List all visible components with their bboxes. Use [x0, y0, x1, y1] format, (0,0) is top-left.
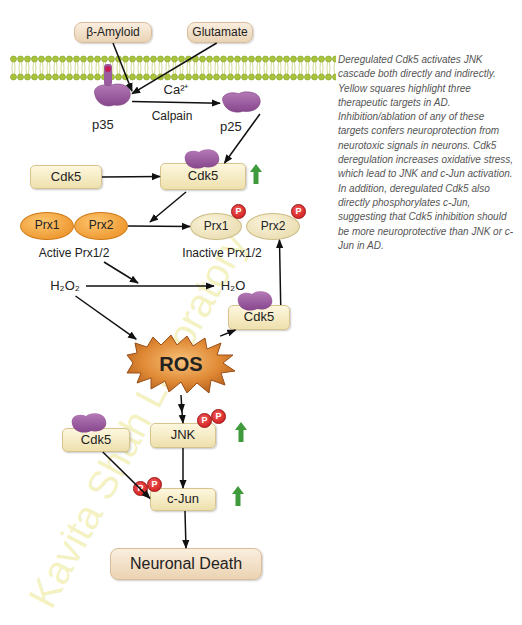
protein-blob-shape [223, 92, 261, 112]
node-label: Cdk5 [51, 170, 81, 184]
node-label: P [151, 480, 157, 490]
node-label: P [201, 416, 207, 426]
protein-blob: p35 [92, 82, 132, 108]
phosphorylation-arrow [150, 192, 186, 222]
increase-arrow [232, 486, 244, 506]
phospho-circle: P [197, 413, 212, 428]
node-label: Prx1 [204, 220, 229, 233]
protein-box: JNKPP [150, 423, 216, 448]
node-label: c-Jun [167, 492, 199, 506]
node-label: Prx2 [261, 220, 286, 233]
arrow-connector [76, 296, 137, 339]
phospho-circle: P [211, 409, 226, 424]
protein-box: Cdk5 [160, 163, 246, 190]
protein-blob-shape [94, 84, 130, 106]
outcome-box: Neuronal Death [110, 548, 262, 580]
arrow-connector [279, 240, 280, 305]
cell-membrane [10, 55, 336, 81]
molecule-node: H₂O [214, 276, 252, 296]
active-prx-ellipse: Prx1 [20, 212, 74, 240]
enzyme-label: Calpain [152, 109, 193, 123]
arrow-connector [102, 176, 160, 178]
group-label: Active Prx1/2 [39, 246, 110, 260]
active-prx-ellipse: Prx2 [74, 212, 128, 240]
node-label: Neuronal Death [130, 555, 242, 573]
figure-caption: Deregulated Cdk5 activates JNK cascade b… [338, 53, 516, 253]
p35-anchor [104, 64, 112, 86]
stimulus-box: β-Amyloid [74, 22, 152, 43]
protein-blob-outline [220, 90, 262, 114]
increase-arrow [250, 164, 262, 184]
phospho-circle: P [147, 477, 162, 492]
node-label: P [215, 412, 221, 422]
node-label: H₂O₂ [50, 279, 80, 293]
inactive-prx-ellipse: Prx2P [246, 213, 300, 240]
molecule-node: H₂O₂ [44, 276, 86, 296]
node-label: p25 [220, 120, 242, 134]
node-label: H₂O [221, 279, 246, 293]
node-label: ROS [159, 353, 202, 375]
arrow-connector [182, 448, 184, 488]
membrane-anchor-dot [105, 66, 111, 72]
catalysis-arrow [104, 262, 138, 283]
group-label: Inactive Prx1/2 [182, 246, 261, 260]
node-label: p35 [92, 118, 114, 132]
arrow-connector [128, 225, 190, 227]
phospho-circle: P [291, 204, 306, 219]
node-label: Prx1 [35, 219, 60, 232]
node-label: Cdk5 [188, 169, 218, 183]
node-label: Glutamate [192, 26, 247, 39]
protein-box: Cdk5 [62, 428, 130, 452]
protein-blob-outline [92, 82, 132, 108]
protein-box: c-JunPP [150, 488, 216, 511]
arrow-connector [132, 102, 220, 104]
protein-blob: p25 [220, 90, 262, 114]
node-label: P [235, 207, 241, 217]
ros-burst: ROS [125, 333, 237, 395]
node-label: Cdk5 [81, 433, 111, 447]
node-label: P [137, 484, 143, 494]
arrow-connector [220, 330, 235, 336]
increase-arrow [235, 422, 247, 442]
protein-box: Cdk5 [228, 305, 290, 330]
phospho-circle: P [133, 481, 148, 496]
arrow-connector [185, 511, 186, 548]
edge-label: Ca²⁺ [164, 80, 189, 98]
inactive-prx-ellipse: Prx1P [190, 213, 242, 240]
node-label: β-Amyloid [86, 26, 140, 39]
phospho-circle: P [231, 204, 246, 219]
node-label: Cdk5 [244, 310, 274, 324]
arrow-connector [181, 395, 183, 423]
node-label: Prx2 [89, 219, 114, 232]
protein-box: Cdk5 [30, 165, 102, 189]
node-label: JNK [171, 428, 196, 442]
node-label: P [295, 207, 301, 217]
stimulus-box: Glutamate [187, 22, 253, 43]
